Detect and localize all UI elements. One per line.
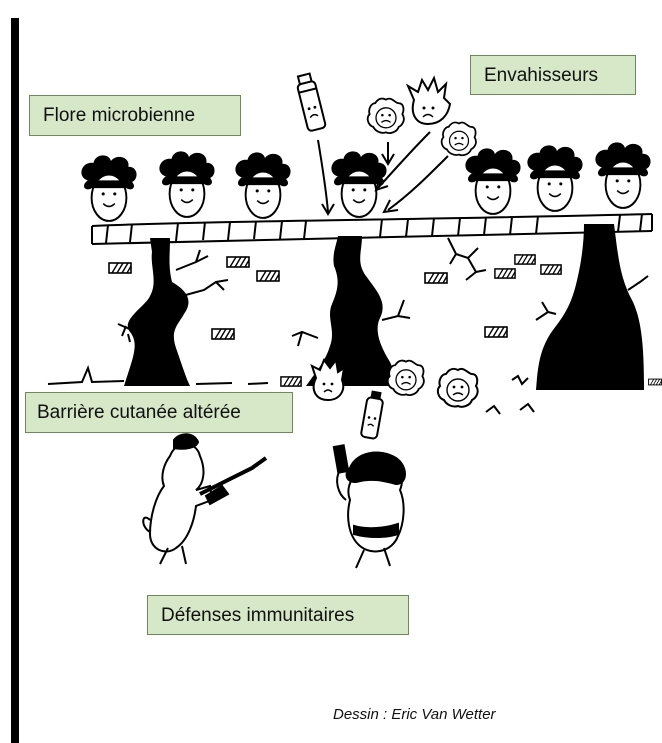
invaders-top bbox=[296, 72, 477, 157]
skin-crack-right bbox=[536, 224, 644, 390]
label-altered-skin-barrier: Barrière cutanée altérée bbox=[25, 392, 293, 433]
skin-surface-band bbox=[91, 213, 653, 245]
smiling-bacteria-icon bbox=[234, 152, 292, 219]
invasion-arrows bbox=[317, 131, 449, 216]
skin-crack-middle bbox=[306, 236, 406, 386]
bottle-icon bbox=[296, 72, 327, 132]
skin-lower-edge bbox=[47, 365, 535, 415]
label-microbial-flora: Flore microbienne bbox=[29, 95, 241, 136]
smiling-bacteria-icon bbox=[158, 151, 216, 218]
frame-left-border bbox=[11, 18, 19, 743]
angry-microbe-icon bbox=[386, 359, 425, 396]
smiling-bacteria-icon bbox=[464, 148, 522, 215]
soldier-icon-right bbox=[332, 444, 406, 569]
spiky-microbe-icon bbox=[405, 75, 452, 126]
smiling-bacteria-icon bbox=[80, 155, 138, 222]
smiling-bacteria-icon bbox=[526, 145, 584, 212]
label-immune-defenses: Défenses immunitaires bbox=[147, 595, 409, 635]
drawing-credit: Dessin : Eric Van Wetter bbox=[333, 706, 496, 723]
smiling-bacteria-icon bbox=[594, 142, 652, 209]
invaders-in-crack bbox=[310, 357, 479, 440]
spiky-microbe-icon bbox=[310, 357, 346, 402]
microbial-flora-cells bbox=[80, 142, 652, 222]
crack-branches bbox=[117, 237, 649, 347]
soldier-icon-left bbox=[142, 433, 268, 565]
skin-crack-left bbox=[124, 238, 190, 386]
angry-microbe-icon bbox=[436, 367, 479, 408]
bottle-icon bbox=[360, 390, 384, 440]
label-invaders: Envahisseurs bbox=[470, 55, 636, 95]
angry-microbe-icon bbox=[366, 97, 405, 134]
angry-microbe-icon bbox=[440, 121, 477, 157]
